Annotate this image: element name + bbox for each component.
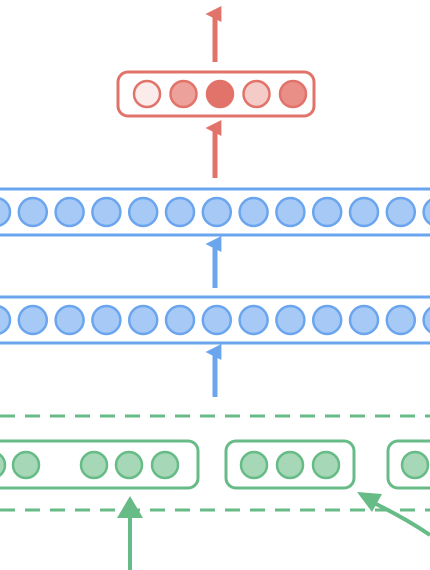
output-node bbox=[132, 79, 162, 109]
input-node bbox=[79, 450, 109, 480]
hidden-node bbox=[348, 196, 380, 228]
output-nodes bbox=[132, 79, 308, 109]
output-layer bbox=[116, 70, 316, 118]
input-group-1 bbox=[0, 439, 200, 490]
hidden-node bbox=[385, 196, 417, 228]
input-group-2-box bbox=[224, 439, 356, 490]
hidden-node bbox=[275, 304, 306, 336]
hidden-layer-top-box bbox=[0, 187, 430, 237]
output-node bbox=[169, 79, 198, 109]
input-group-3-box bbox=[386, 439, 430, 490]
output-layer-box bbox=[116, 70, 316, 118]
input-group-2-nodes bbox=[239, 450, 341, 480]
hidden-node bbox=[385, 304, 417, 336]
hidden-node bbox=[54, 304, 85, 336]
hidden-node bbox=[275, 196, 306, 228]
output-node bbox=[205, 79, 235, 109]
input-arrow-vertical bbox=[117, 496, 143, 570]
input-node bbox=[311, 450, 341, 480]
input-node bbox=[239, 450, 269, 480]
input-group-3 bbox=[386, 439, 430, 490]
hidden-node bbox=[0, 197, 12, 227]
input-node bbox=[11, 450, 41, 480]
hidden-node bbox=[17, 196, 49, 228]
hidden-node bbox=[91, 304, 122, 336]
hidden-layer-bottom-box bbox=[0, 295, 430, 345]
input-node bbox=[0, 453, 7, 477]
input-node bbox=[400, 450, 430, 480]
input-group-2 bbox=[224, 439, 356, 490]
hidden-bottom-nodes bbox=[0, 304, 430, 336]
input-group-1-box bbox=[0, 439, 200, 490]
hidden-node bbox=[422, 198, 430, 226]
hidden-node bbox=[0, 305, 12, 335]
hidden-node bbox=[127, 304, 159, 336]
hidden-node bbox=[164, 196, 196, 228]
hidden-node bbox=[311, 304, 343, 336]
output-node bbox=[242, 79, 271, 109]
hidden-top-nodes bbox=[0, 196, 430, 228]
input-node bbox=[275, 450, 305, 480]
input-arrow-diagonal bbox=[357, 492, 430, 537]
output-node bbox=[278, 79, 308, 109]
input-group-1-nodes bbox=[0, 450, 180, 480]
hidden-node bbox=[311, 196, 343, 228]
hidden-node bbox=[91, 196, 122, 228]
input-node bbox=[150, 450, 180, 480]
input-group-3-nodes bbox=[400, 450, 430, 480]
hidden-layer-top bbox=[0, 187, 430, 237]
hidden-node bbox=[238, 196, 269, 228]
hidden-layer-bottom bbox=[0, 295, 430, 345]
hidden-node bbox=[54, 196, 85, 228]
hidden-node bbox=[164, 304, 196, 336]
hidden-node bbox=[422, 306, 430, 334]
hidden-node bbox=[17, 304, 49, 336]
hidden-node bbox=[201, 304, 233, 336]
hidden-node bbox=[348, 304, 380, 336]
hidden-node bbox=[201, 196, 233, 228]
hidden-node bbox=[127, 196, 159, 228]
hidden-node bbox=[238, 304, 269, 336]
input-node bbox=[114, 450, 144, 480]
